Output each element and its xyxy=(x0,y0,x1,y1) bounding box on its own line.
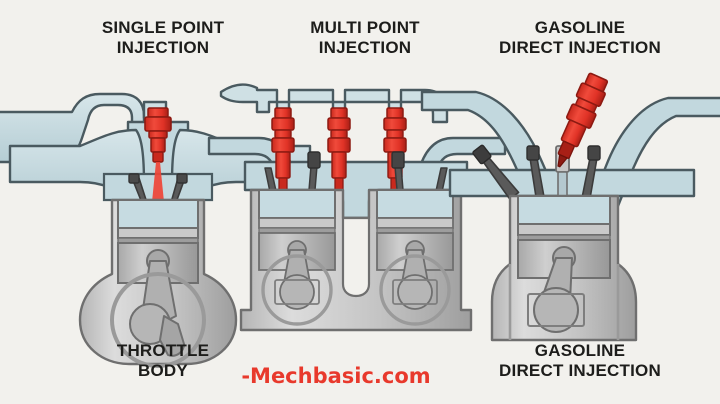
watermark-mechbasic: -Mechbasic.com xyxy=(241,364,431,388)
mpi-injector-2 xyxy=(327,107,351,191)
caption-gasoline-direct-injection: GASOLINE DIRECT INJECTION xyxy=(499,341,661,381)
gdi-engine-block xyxy=(490,194,638,342)
diagram-gasoline-direct-injection xyxy=(420,72,720,342)
mpi-engine-block xyxy=(239,188,473,332)
title-single-point-injection: SINGLE POINT INJECTION xyxy=(101,18,225,58)
caption-throttle-body: THROTTLE BODY xyxy=(116,341,210,381)
diagram-single-point-injection xyxy=(0,78,312,368)
gdi-injector xyxy=(557,72,609,168)
title-multi-point-injection: MULTI POINT INJECTION xyxy=(310,18,420,58)
title-gasoline-direct-injection: GASOLINE DIRECT INJECTION xyxy=(499,18,661,58)
diagram-multi-point-injection xyxy=(207,78,507,340)
spi-engine-block xyxy=(78,198,238,368)
mpi-injector-1 xyxy=(271,107,295,191)
spi-injector xyxy=(144,107,172,163)
